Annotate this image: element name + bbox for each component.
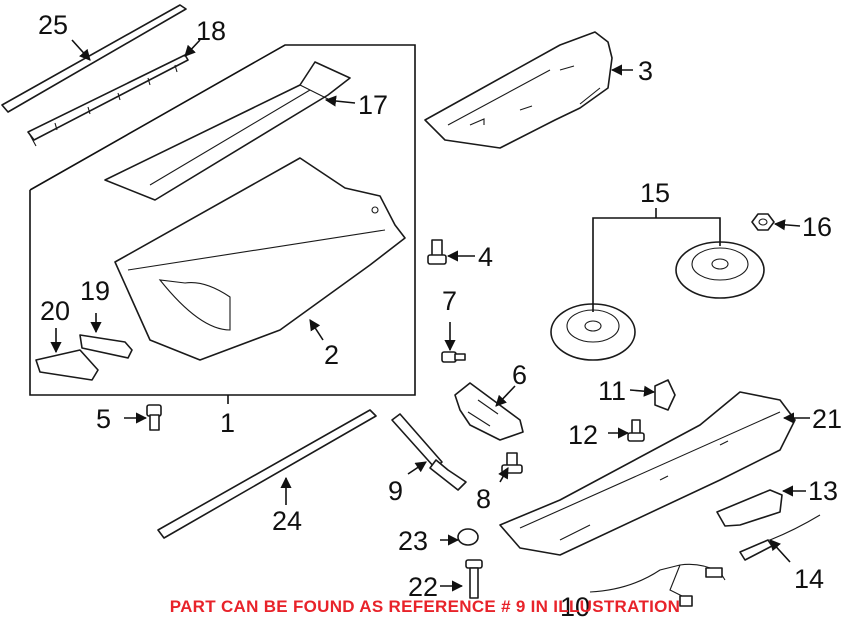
part-20-trim [35, 349, 99, 381]
callout-23: 23 [398, 526, 428, 556]
part-9-lift-strut [391, 413, 467, 491]
callout-11: 11 [598, 376, 626, 406]
part-19-pad [79, 334, 133, 359]
part-24-seal [157, 409, 377, 539]
callout-10: 10 [560, 592, 590, 622]
callout-17: 17 [358, 90, 388, 120]
callout-3: 3 [638, 56, 653, 86]
callout-18: 18 [196, 16, 226, 46]
callout-15: 15 [640, 178, 670, 208]
part-8-bolt [501, 452, 523, 474]
part-4-bolt [427, 239, 447, 265]
callout-1: 1 [220, 408, 235, 438]
part-18-seal-strip [27, 54, 189, 147]
part-25-weatherstrip [1, 4, 187, 113]
callout-4: 4 [478, 242, 493, 272]
part-22-bolt [465, 559, 483, 599]
part-6-bracket [454, 382, 524, 441]
callout-22: 22 [408, 572, 438, 602]
part-21-panel [499, 391, 796, 556]
part-11-bracket [654, 379, 676, 411]
callout-12: 12 [568, 420, 598, 450]
callout-8: 8 [476, 484, 491, 514]
callout-21: 21 [812, 404, 842, 434]
callout-2: 2 [324, 340, 339, 370]
assembly-frame [29, 44, 416, 404]
callout-19: 19 [80, 276, 110, 306]
part-5-clip [146, 404, 162, 431]
callout-14: 14 [794, 564, 824, 594]
part-10-wiring [589, 563, 726, 607]
leader-lines [50, 39, 810, 592]
part-7-screw [441, 351, 466, 363]
callout-24: 24 [272, 506, 302, 536]
part-12-screw [627, 419, 645, 442]
callout-5: 5 [96, 404, 111, 434]
callout-6: 6 [512, 360, 527, 390]
part-17-spoiler [104, 61, 351, 201]
part-2-trunk-lid [114, 157, 406, 361]
part-3-panel [424, 31, 613, 149]
callout-13: 13 [808, 476, 838, 506]
part-16-nut [751, 213, 775, 231]
callout-25: 25 [38, 10, 68, 40]
callout-20: 20 [40, 296, 70, 326]
callout-7: 7 [442, 286, 457, 316]
part-13-bracket [716, 489, 783, 527]
callout-labels: 25 18 17 3 15 16 4 19 20 2 7 6 11 5 1 12… [38, 10, 842, 622]
reference-banner: PART CAN BE FOUND AS REFERENCE # 9 IN IL… [169, 597, 681, 616]
part-15-speakers [550, 208, 765, 361]
callout-16: 16 [802, 212, 832, 242]
part-23-grommet [457, 528, 479, 546]
callout-9: 9 [388, 476, 403, 506]
